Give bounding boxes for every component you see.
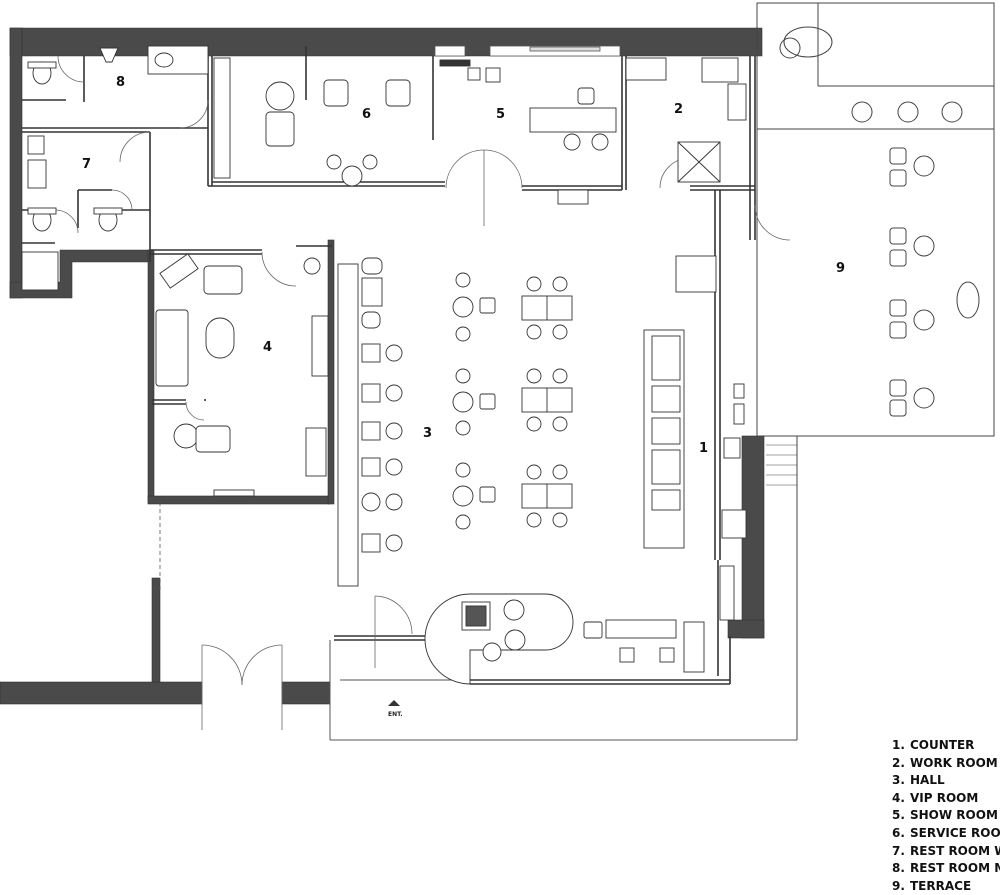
legend-name: REST ROOM W (910, 843, 1000, 858)
legend-number: 5. (892, 808, 905, 823)
room-label-show-room: 5 (496, 107, 505, 122)
legend-number: 3. (892, 773, 905, 788)
entrance-area (159, 500, 797, 741)
legend-item: 9. TERRACE (892, 878, 1000, 895)
legend-name: SERVICE ROOM (910, 825, 1000, 840)
terrace (756, 2, 995, 740)
legend-name: WORK ROOM (910, 755, 998, 770)
long-tables (521, 276, 573, 528)
legend-item: 2. WORK ROOM (892, 755, 1000, 773)
room-labels: 1 2 3 4 5 6 7 8 9 ENT. (82, 75, 845, 718)
bar-stools (361, 257, 403, 553)
service-room-furniture (213, 57, 617, 205)
legend-name: HALL (910, 773, 945, 788)
partitions (22, 46, 756, 685)
legend-number: 1. (892, 738, 905, 752)
legend-number: 9. (892, 878, 905, 893)
legend-number: 2. (892, 755, 905, 770)
legend-name: COUNTER (910, 738, 975, 752)
doors (54, 55, 791, 730)
room-label-hall: 3 (423, 426, 432, 441)
legend-item: 5. SHOW ROOM (892, 807, 1000, 825)
legend-item: 7. REST ROOM W (892, 843, 1000, 861)
entrance-label: ENT. (388, 711, 403, 718)
restroom-fixtures (21, 45, 209, 291)
room-label-vip-room: 4 (263, 340, 272, 355)
room-label-rest-room-w: 7 (82, 157, 91, 172)
work-room-furniture (625, 57, 747, 293)
room-legend: 1.COUNTER 2.WORK ROOM 3.HALL 4.VIP ROOM … (892, 737, 1000, 895)
legend-item: 4. VIP ROOM (892, 790, 1000, 808)
vip-room-furniture (155, 253, 329, 497)
legend-item: 3. HALL (892, 772, 1000, 790)
legend-name: SHOW ROOM (910, 808, 998, 823)
room-label-rest-room-m: 8 (116, 75, 125, 90)
legend-name: VIP ROOM (910, 790, 979, 805)
room-label-counter: 1 (699, 441, 708, 456)
legend-number: 4. (892, 790, 905, 805)
legend-name: REST ROOM M (910, 861, 1000, 876)
room-label-work-room: 2 (674, 102, 683, 117)
hall-furniture (337, 257, 747, 685)
legend-number: 8. (892, 861, 905, 876)
legend-number: 6. (892, 825, 905, 840)
windows (434, 45, 621, 57)
legend-item: 1. COUNTER (892, 737, 1000, 755)
counter-desk (643, 329, 747, 621)
legend-name: TERRACE (910, 878, 972, 893)
room-label-terrace: 9 (836, 261, 845, 276)
legend-number: 7. (892, 843, 905, 858)
reception (424, 593, 705, 685)
round-tables (452, 272, 496, 530)
legend-item: 6. SERVICE ROOM (892, 825, 1000, 843)
legend-item: 8. REST ROOM M (892, 860, 1000, 878)
room-label-service-room: 6 (362, 107, 371, 122)
